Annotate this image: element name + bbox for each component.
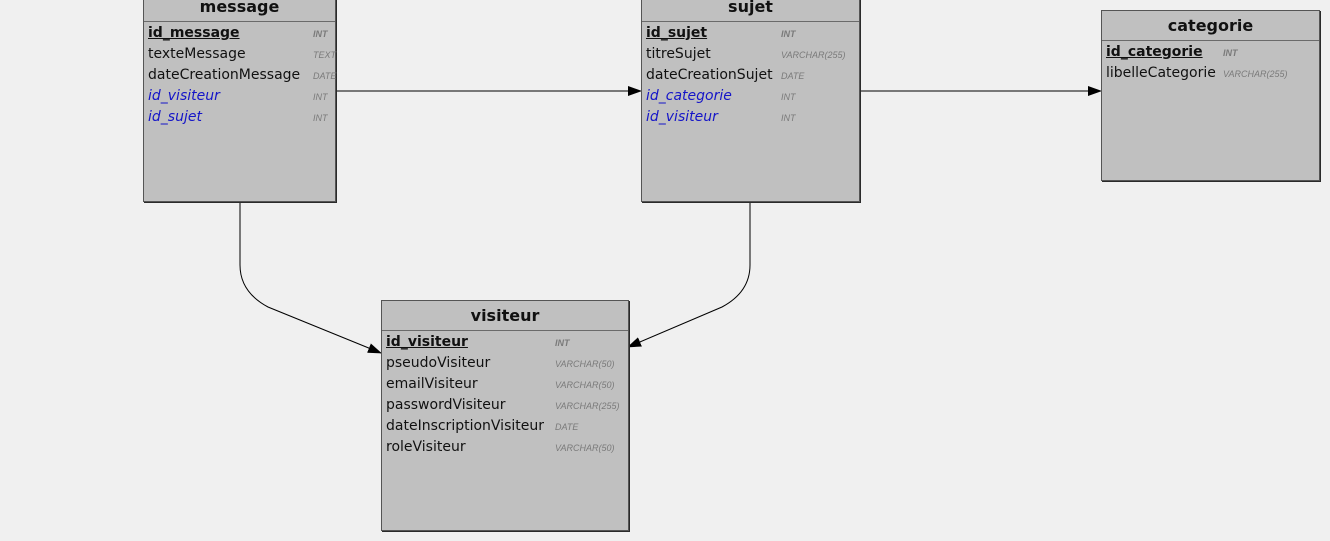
link-sujet-to-visiteur <box>627 201 751 348</box>
field-name: emailVisiteur <box>386 376 478 392</box>
field-row[interactable]: id_sujet INT <box>148 107 335 128</box>
field-type: INT <box>781 92 796 102</box>
field-type: INT <box>781 113 796 123</box>
field-type: INT <box>313 113 328 123</box>
field-name: pseudoVisiteur <box>386 355 491 371</box>
field-type: INT <box>555 338 570 348</box>
field-row[interactable]: passwordVisiteur VARCHAR(255) <box>386 395 628 416</box>
field-type: TEXT <box>313 50 337 60</box>
entity-categorie[interactable]: categorie id_categorie INT libelleCategori… <box>1101 10 1320 181</box>
field-name: titreSujet <box>646 46 711 62</box>
field-row[interactable]: roleVisiteur VARCHAR(50) <box>386 437 628 458</box>
field-type: INT <box>781 29 796 39</box>
field-row[interactable]: dateCreationMessage DATE <box>148 65 337 86</box>
field-row[interactable]: id_visiteur INT <box>148 86 335 107</box>
field-name: dateInscriptionVisiteur <box>386 418 544 434</box>
field-row[interactable]: texteMessage TEXT <box>148 44 337 65</box>
field-type: VARCHAR(255) <box>1223 69 1288 79</box>
field-row[interactable]: pseudoVisiteur VARCHAR(50) <box>386 353 628 374</box>
field-row[interactable]: id_visiteur INT <box>386 332 628 353</box>
field-type: VARCHAR(50) <box>555 359 615 369</box>
field-row[interactable]: titreSujet VARCHAR(255) <box>646 44 859 65</box>
field-row[interactable]: libelleCategorie VARCHAR(255) <box>1106 63 1319 84</box>
field-name: roleVisiteur <box>386 439 466 455</box>
field-row[interactable]: id_sujet INT <box>646 23 859 44</box>
field-row[interactable]: dateCreationSujet DATE <box>646 65 859 86</box>
entity-title: categorie <box>1102 11 1319 41</box>
field-type: DATE <box>781 71 805 81</box>
field-name: id_sujet <box>148 109 202 125</box>
field-name: texteMessage <box>148 46 246 62</box>
field-name: dateCreationSujet <box>646 67 773 83</box>
field-row[interactable]: id_categorie INT <box>1106 42 1319 63</box>
field-name: id_visiteur <box>148 88 220 104</box>
field-type: VARCHAR(50) <box>555 443 615 453</box>
field-type: INT <box>313 29 328 39</box>
field-type: INT <box>313 92 328 102</box>
entity-title: message <box>144 0 335 22</box>
field-name: id_categorie <box>1106 44 1203 60</box>
field-name: passwordVisiteur <box>386 397 506 413</box>
field-type: DATE <box>313 71 337 81</box>
field-name: id_sujet <box>646 25 708 41</box>
field-name: dateCreationMessage <box>148 67 301 83</box>
field-row[interactable]: id_message INT <box>148 23 335 44</box>
field-type: INT <box>1223 48 1238 58</box>
field-type: VARCHAR(255) <box>781 50 846 60</box>
field-name: id_visiteur <box>386 334 468 350</box>
field-name: id_visiteur <box>646 109 718 125</box>
field-type: VARCHAR(50) <box>555 380 615 390</box>
field-type: DATE <box>555 422 579 432</box>
link-message-to-visiteur <box>239 201 382 354</box>
field-name: id_categorie <box>646 88 732 104</box>
field-row[interactable]: dateInscriptionVisiteur DATE <box>386 416 628 437</box>
field-row[interactable]: id_visiteur INT <box>646 107 859 128</box>
entity-title: sujet <box>642 0 859 22</box>
field-name: id_message <box>148 25 240 41</box>
field-list: id_categorie INT libelleCategorie VARCHAR(2… <box>1102 41 1319 84</box>
entity-title: visiteur <box>382 301 628 331</box>
field-type: VARCHAR(255) <box>555 401 620 411</box>
field-row[interactable]: id_categorie INT <box>646 86 859 107</box>
field-name: libelleCategorie <box>1106 65 1216 81</box>
field-row[interactable]: emailVisiteur VARCHAR(50) <box>386 374 628 395</box>
